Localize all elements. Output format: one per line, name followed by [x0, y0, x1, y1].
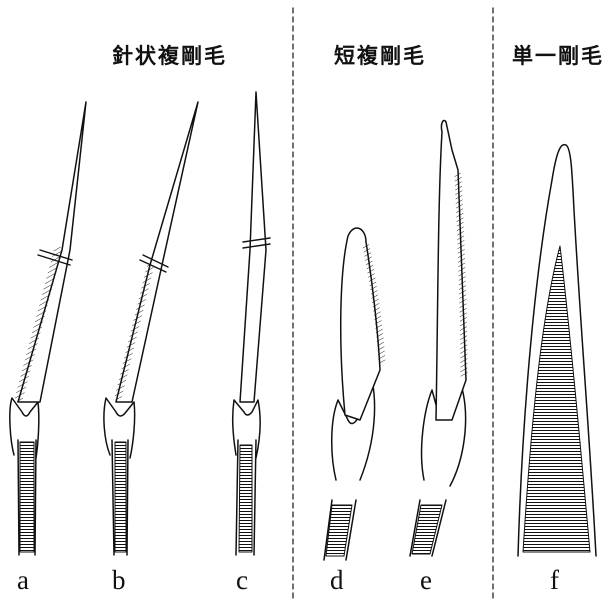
heading-needle-compound-setae: 針状複剛毛 — [112, 40, 227, 70]
label-b: b — [112, 565, 126, 596]
label-f: f — [550, 565, 559, 596]
heading-short-compound-setae: 短複剛毛 — [334, 40, 426, 70]
seta-c — [233, 92, 270, 555]
seta-b — [104, 102, 198, 555]
seta-d — [324, 228, 382, 560]
label-e: e — [420, 565, 432, 596]
label-a: a — [17, 565, 29, 596]
seta-a — [10, 102, 86, 555]
seta-f — [518, 145, 596, 556]
seta-e — [410, 120, 466, 556]
heading-simple-setae: 単一剛毛 — [512, 40, 604, 70]
label-d: d — [330, 565, 344, 596]
label-c: c — [236, 565, 248, 596]
